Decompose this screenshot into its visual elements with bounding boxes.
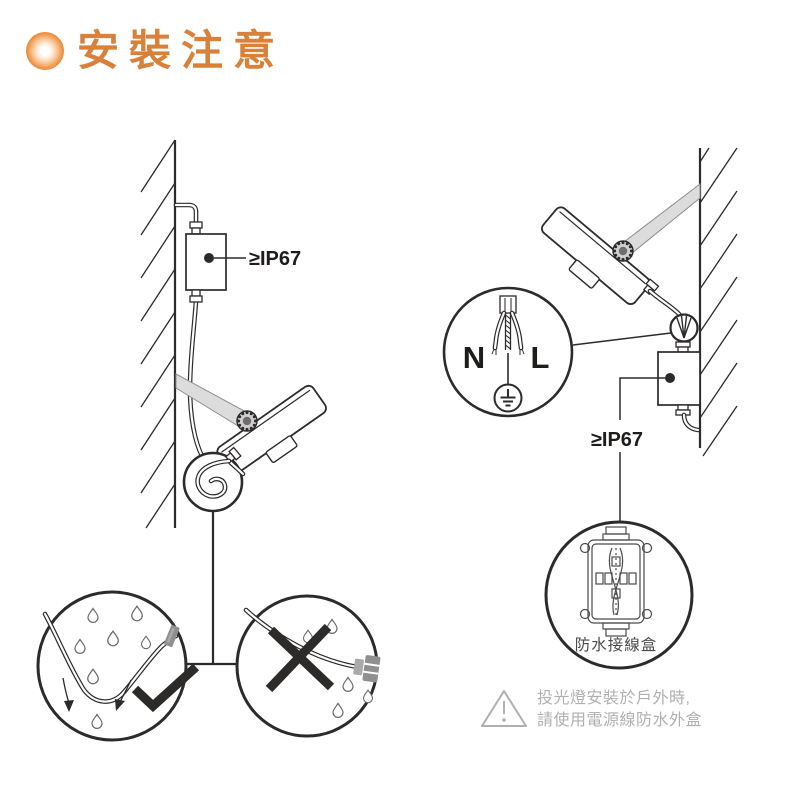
left-wall bbox=[140, 139, 177, 529]
drip-loop-magnifier bbox=[182, 446, 243, 513]
right-pivot-knob-icon bbox=[612, 240, 634, 262]
left-box-callout-dot bbox=[204, 253, 214, 263]
cross-icon bbox=[265, 623, 335, 693]
cable-connector-icon bbox=[353, 655, 381, 683]
magnifier-connector-lines-left bbox=[187, 511, 237, 666]
left-junction-box: ≥IP67 bbox=[185, 221, 301, 303]
earth-wire-striped bbox=[504, 313, 512, 350]
wiring-magnifier-circle: N L bbox=[442, 286, 574, 418]
right-junction-box: ≥IP67 bbox=[591, 341, 701, 522]
wire-splice-point bbox=[572, 313, 699, 346]
wire-strand-tips bbox=[491, 348, 525, 355]
waterproof-box-magnifier: 防水接線盒 bbox=[544, 520, 694, 670]
waterproof-box-label: 防水接線盒 bbox=[575, 636, 658, 654]
left-wall-hatching bbox=[140, 139, 176, 529]
drip-loop-correct-circle bbox=[36, 590, 200, 742]
left-pivot-knob-icon bbox=[236, 410, 258, 432]
earth-ground-icon bbox=[493, 383, 523, 413]
page-title: 安裝注意 bbox=[26, 30, 285, 72]
waterproof-box-icon bbox=[579, 526, 653, 637]
flow-arrow-icons bbox=[62, 677, 132, 712]
drip-loop-wrong-circle bbox=[235, 594, 381, 738]
left-ip67-label: ≥IP67 bbox=[249, 248, 301, 270]
left-cable-gland-icon bbox=[224, 446, 242, 464]
right-box-callout-dot bbox=[665, 373, 675, 383]
neutral-wire-label: N bbox=[463, 340, 485, 375]
checkmark-icon bbox=[131, 663, 200, 713]
warning-text-line2: 請使用電源線防水外盒 bbox=[537, 711, 702, 729]
live-wire-label: L bbox=[531, 340, 550, 375]
left-floodlight-icon bbox=[216, 384, 327, 475]
warning-text-line1: 投光燈安裝於戶外時, bbox=[537, 689, 690, 707]
warning-note: 投光燈安裝於戶外時, 請使用電源線防水外盒 bbox=[481, 689, 702, 729]
right-ip67-label: ≥IP67 bbox=[591, 429, 643, 451]
right-wall-hatching bbox=[699, 147, 738, 457]
right-wall bbox=[698, 147, 738, 457]
page-title-text: 安裝注意 bbox=[77, 27, 286, 74]
right-floodlight-icon bbox=[541, 206, 679, 316]
cable-connector-icon bbox=[164, 625, 180, 647]
orange-bullet-icon bbox=[26, 32, 64, 70]
warning-triangle-icon bbox=[481, 690, 527, 727]
